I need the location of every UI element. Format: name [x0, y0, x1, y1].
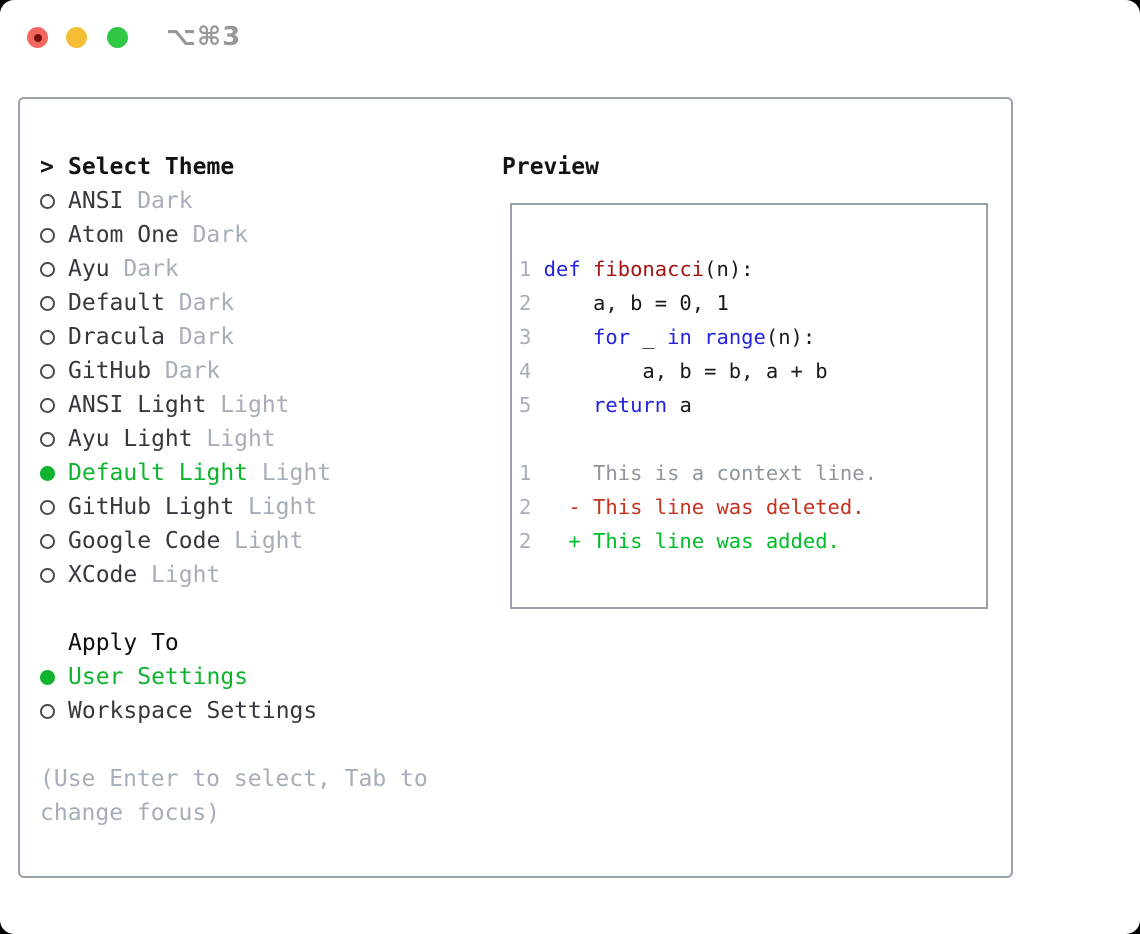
line-number: 5: [519, 393, 532, 417]
close-window-icon[interactable]: [27, 27, 48, 48]
radio-unselected-icon: [40, 329, 55, 345]
apply-option-label: User Settings: [68, 664, 249, 690]
radio-selected-icon: [40, 669, 55, 685]
radio-unselected-icon: [40, 567, 55, 583]
theme-option-atom-one-dark[interactable]: Atom One Dark: [40, 218, 480, 252]
zoom-window-icon[interactable]: [107, 27, 128, 48]
line-number: 4: [519, 359, 532, 383]
theme-option-ansi-dark[interactable]: ANSI Dark: [40, 184, 480, 218]
theme-option-ayu-light[interactable]: Ayu Light Light: [40, 422, 480, 456]
theme-variant-tag: Dark: [192, 222, 248, 248]
radio-unselected-icon: [40, 533, 55, 549]
line-number: 2: [519, 291, 532, 315]
radio-unselected-icon: [40, 499, 55, 515]
theme-option-xcode-light[interactable]: XCode Light: [40, 558, 480, 592]
theme-option-default-dark[interactable]: Default Dark: [40, 286, 480, 320]
radio-selected-icon: [40, 465, 55, 481]
theme-option-ayu-dark[interactable]: Ayu Dark: [40, 252, 480, 286]
theme-name: Default Light: [68, 460, 249, 486]
theme-option-github-light[interactable]: GitHub Light Light: [40, 490, 480, 524]
theme-variant-tag: Dark: [178, 324, 235, 350]
theme-option-github-dark[interactable]: GitHub Dark: [40, 354, 480, 388]
theme-variant-tag: Dark: [178, 290, 235, 316]
theme-variant-tag: Light: [151, 562, 221, 588]
radio-unselected-icon: [40, 431, 55, 447]
blank-line: [519, 422, 986, 456]
theme-name: Ayu Light: [68, 426, 193, 452]
theme-name: GitHub Light: [68, 494, 235, 520]
line-number: 1: [519, 461, 532, 485]
theme-variant-tag: Light: [247, 494, 318, 520]
theme-variant-tag: Light: [220, 392, 290, 418]
radio-unselected-icon: [40, 397, 55, 413]
theme-name: Dracula: [68, 324, 165, 350]
radio-unselected-icon: [40, 193, 55, 209]
preview-header: Preview: [502, 154, 599, 180]
apply-option-user-settings[interactable]: User Settings: [40, 660, 480, 694]
diff-deleted-line: 2 - This line was deleted.: [519, 490, 986, 524]
code-line-3: 3 for _ in range(n):: [519, 320, 986, 354]
radio-unselected-icon: [40, 227, 55, 243]
theme-option-ansi-light[interactable]: ANSI Light Light: [40, 388, 480, 422]
radio-unselected-icon: [40, 295, 55, 311]
apply-to-header: Apply To: [40, 626, 480, 660]
help-text-line-1: (Use Enter to select, Tab to: [40, 766, 428, 792]
help-text-line-2: change focus): [40, 800, 221, 826]
theme-list: > Select Theme ANSI Dark Atom One Dark A…: [40, 150, 480, 830]
theme-variant-tag: Dark: [164, 358, 221, 384]
theme-variant-tag: Dark: [137, 188, 193, 214]
apply-option-workspace-settings[interactable]: Workspace Settings: [40, 694, 480, 728]
spacer-row: [40, 728, 480, 762]
line-number: 2: [519, 495, 532, 519]
minimize-window-icon[interactable]: [66, 27, 87, 48]
radio-unselected-icon: [40, 703, 55, 719]
diff-context-line: 1 This is a context line.: [519, 456, 986, 490]
select-theme-title: Select Theme: [68, 154, 235, 180]
title-bar: ⌥⌘3: [0, 0, 1140, 75]
theme-variant-tag: Dark: [123, 256, 179, 282]
line-number: 1: [519, 257, 532, 281]
apply-option-label: Workspace Settings: [68, 698, 318, 724]
line-number: 3: [519, 325, 532, 349]
apply-to-title: Apply To: [68, 630, 179, 656]
theme-name: Ayu: [68, 256, 110, 282]
theme-name: Default: [68, 290, 165, 316]
select-theme-header: > Select Theme: [40, 150, 480, 184]
theme-name: ANSI: [68, 188, 124, 214]
radio-unselected-icon: [40, 261, 55, 277]
theme-option-dracula-dark[interactable]: Dracula Dark: [40, 320, 480, 354]
spacer-row: [40, 592, 480, 626]
theme-name: GitHub: [68, 358, 152, 384]
theme-variant-tag: Light: [261, 460, 332, 486]
line-number: 2: [519, 529, 532, 553]
theme-option-default-light[interactable]: Default Light Light: [40, 456, 480, 490]
code-line-2: 2 a, b = 0, 1: [519, 286, 986, 320]
theme-name: ANSI Light: [68, 392, 207, 418]
theme-name: Atom One: [68, 222, 179, 248]
diff-added-line: 2 + This line was added.: [519, 524, 986, 558]
theme-name: Google Code: [68, 528, 221, 554]
prompt-icon: >: [40, 154, 54, 180]
keyboard-shortcut-label: ⌥⌘3: [166, 22, 242, 52]
theme-name: XCode: [68, 562, 138, 588]
code-line-5: 5 return a: [519, 388, 986, 422]
theme-variant-tag: Light: [206, 426, 276, 452]
code-line-4: 4 a, b = b, a + b: [519, 354, 986, 388]
radio-unselected-icon: [40, 363, 55, 379]
theme-option-google-code-light[interactable]: Google Code Light: [40, 524, 480, 558]
theme-variant-tag: Light: [234, 528, 304, 554]
theme-picker-panel: > Select Theme ANSI Dark Atom One Dark A…: [18, 97, 1013, 878]
